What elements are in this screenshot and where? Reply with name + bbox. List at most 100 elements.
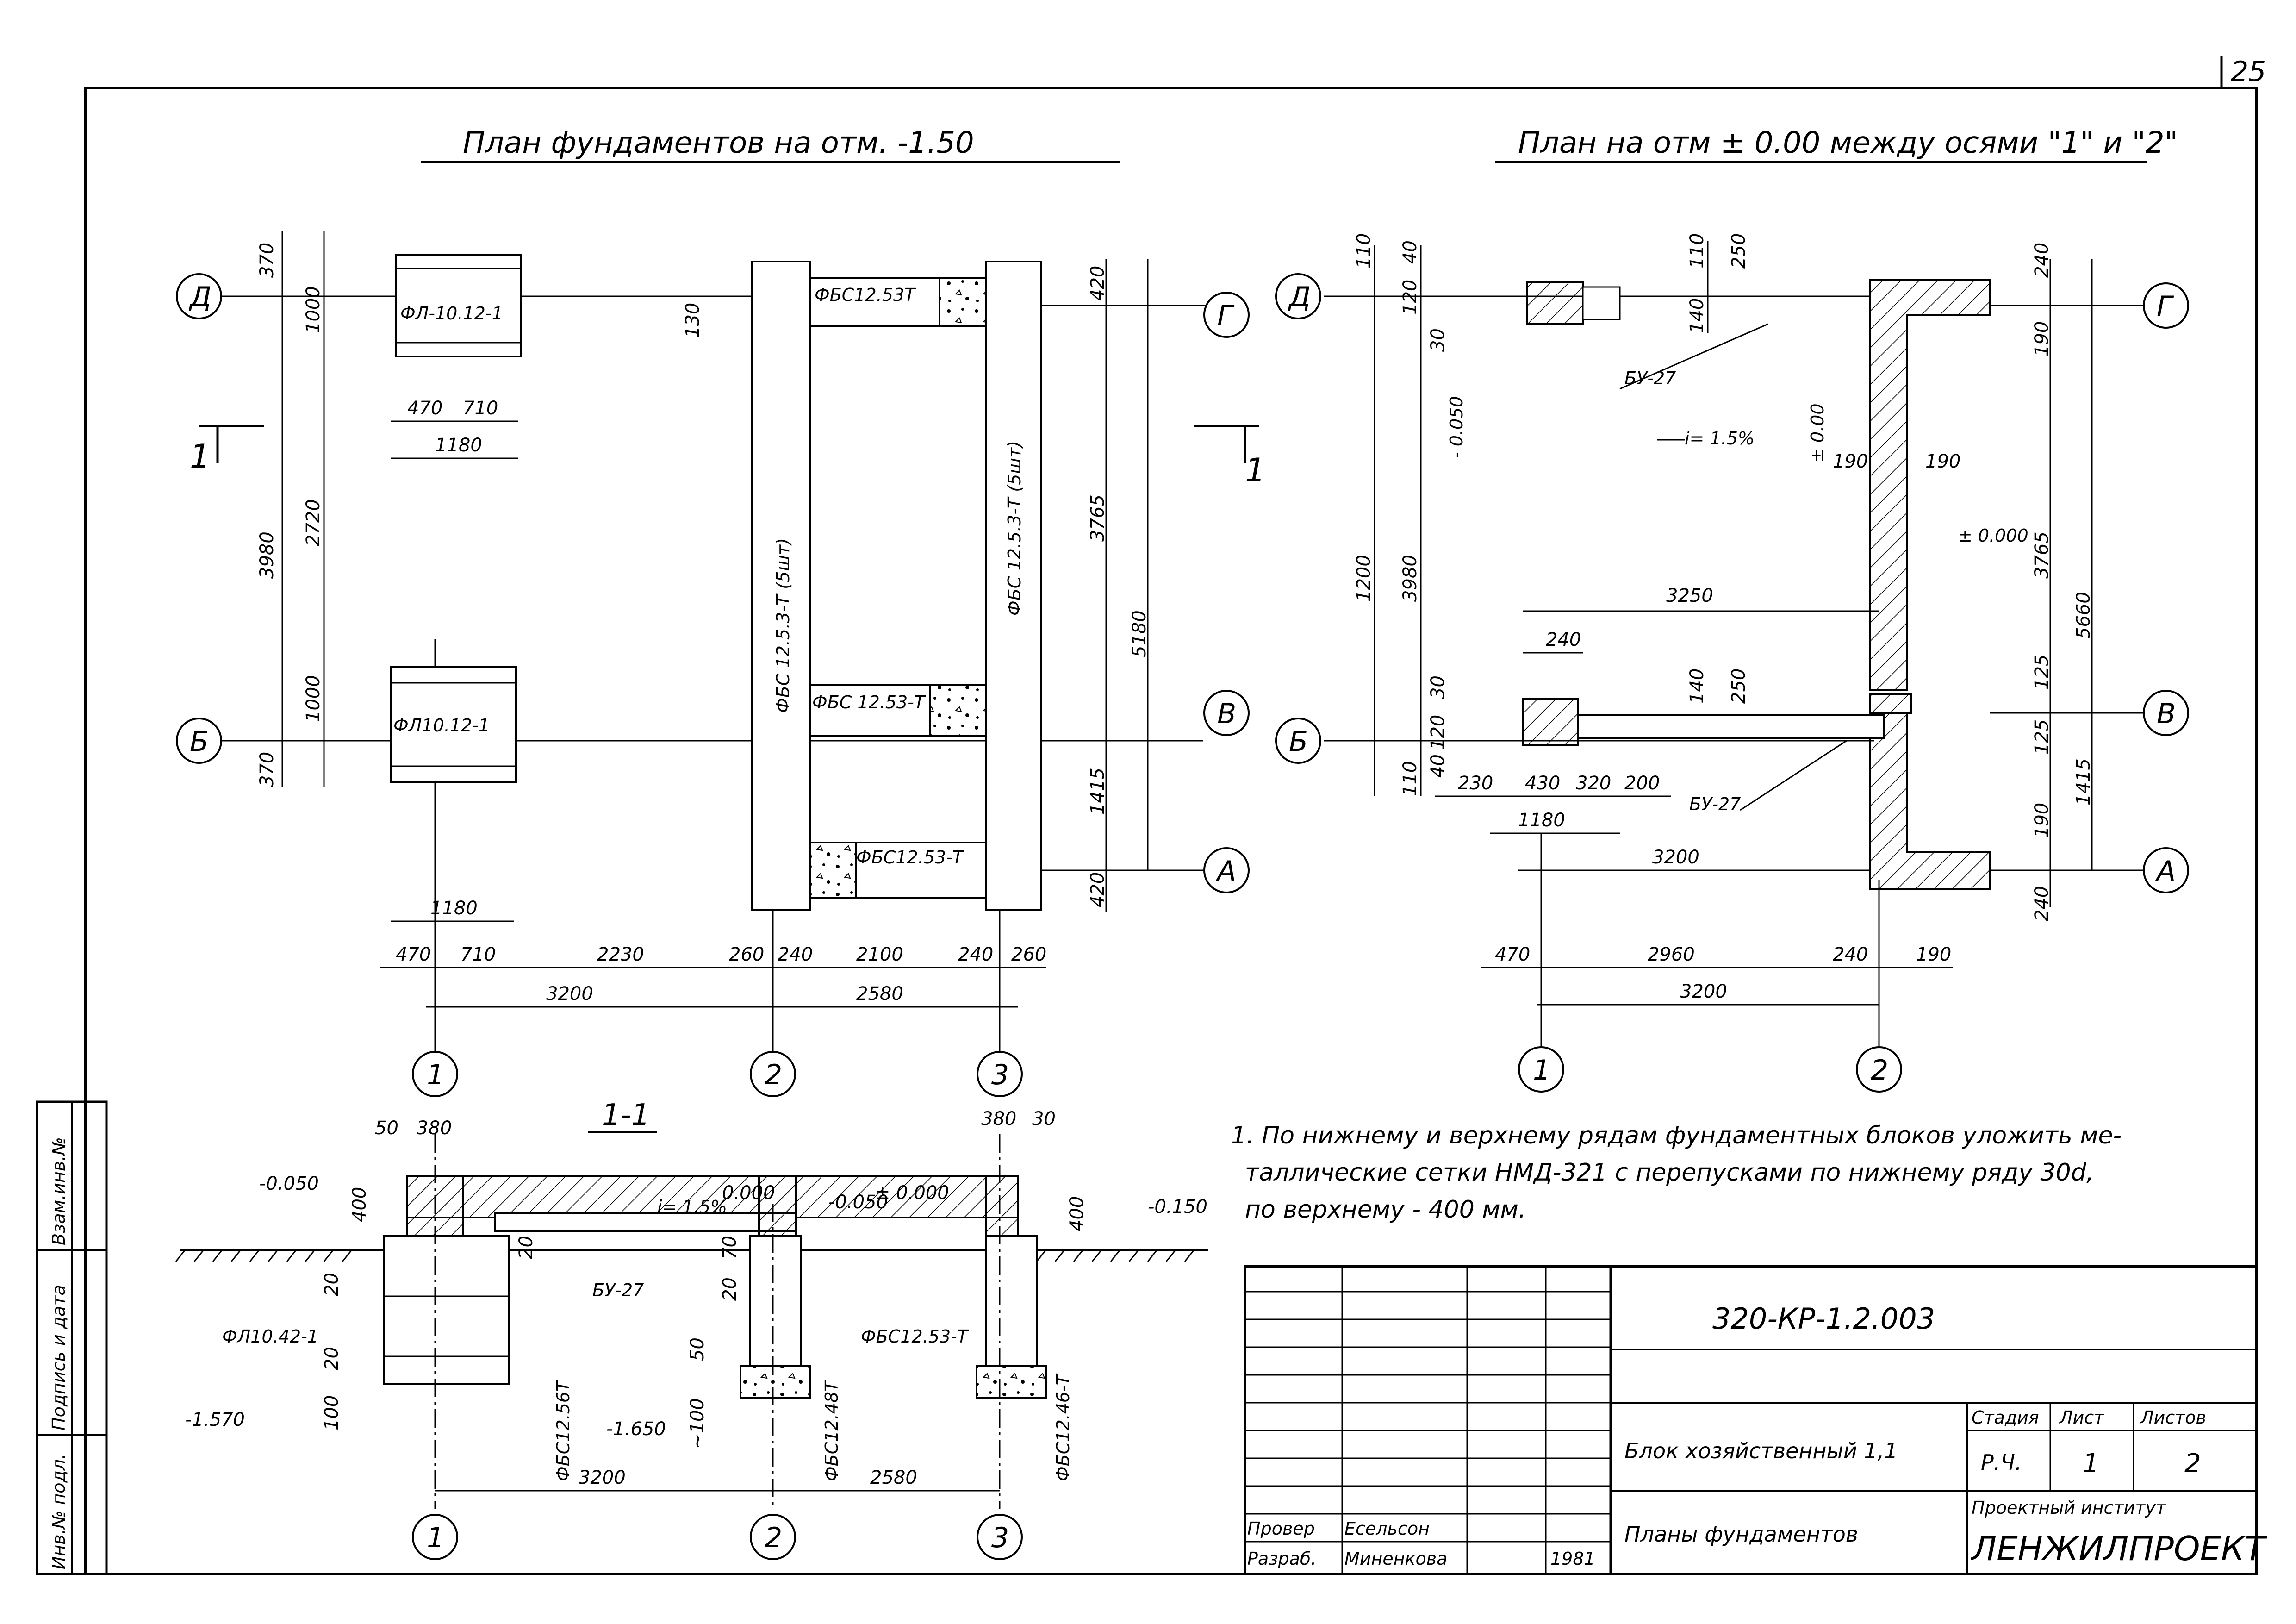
axis-label: Б <box>1289 725 1308 758</box>
svg-text:1000: 1000 <box>303 286 324 333</box>
svg-text:710: 710 <box>460 944 496 965</box>
axis-label: 1 <box>1533 1054 1550 1087</box>
svg-text:3200: 3200 <box>546 983 593 1005</box>
svg-text:40: 40 <box>1427 754 1449 778</box>
svg-text:2580: 2580 <box>856 983 903 1005</box>
svg-text:2580: 2580 <box>870 1467 917 1488</box>
svg-text:2230: 2230 <box>597 944 644 965</box>
object-name: Блок хозяйственный 1,1 <box>1624 1438 1898 1463</box>
svg-text:140: 140 <box>1686 298 1708 333</box>
axis-label: Д <box>188 281 212 313</box>
label: БУ-27 <box>592 1280 644 1300</box>
svg-text:240: 240 <box>2031 243 2053 278</box>
level-mark: -1.650 <box>606 1418 666 1440</box>
label: БУ-27 <box>1689 794 1741 814</box>
label: ФБС12.53-Т <box>861 1326 969 1347</box>
plan-left: План фундаментов на отм. -1.50 Д Б Г В А… <box>176 126 1266 1097</box>
label: i= 1.5% <box>1685 428 1755 449</box>
svg-text:240: 240 <box>778 944 813 965</box>
axis-label: 2 <box>1871 1054 1888 1087</box>
svg-text:240: 240 <box>2031 886 2053 921</box>
section-1-1: 1-1 1 2 3 3200 2580 ФЛ10.42-1 БУ <box>175 1098 1208 1560</box>
axis-label: В <box>2157 698 2176 730</box>
svg-text:~100: ~100 <box>687 1398 708 1449</box>
svg-text:50: 50 <box>687 1337 708 1361</box>
svg-text:320: 320 <box>1576 773 1611 794</box>
svg-text:120: 120 <box>1400 280 1421 315</box>
label: i= 1.5% <box>657 1197 727 1217</box>
svg-text:250: 250 <box>1728 233 1749 269</box>
svg-text:190: 190 <box>1916 944 1951 965</box>
side-stamp-item: Инв.№ подл. <box>49 1454 69 1569</box>
svg-text:20: 20 <box>516 1236 537 1259</box>
svg-text:470: 470 <box>1495 944 1530 965</box>
svg-text:3250: 3250 <box>1666 585 1713 606</box>
level-mark: ± 0.000 <box>875 1182 949 1204</box>
svg-text:430: 430 <box>1525 773 1560 794</box>
general-note: 1. По нижнему и верхнему рядам фундамент… <box>1231 1122 2122 1224</box>
svg-text:420: 420 <box>1087 266 1108 301</box>
block-label: ФЛ-10.12-1 <box>400 303 503 324</box>
svg-text:370: 370 <box>256 752 278 787</box>
svg-text:30: 30 <box>1427 328 1449 352</box>
svg-text:120: 120 <box>1427 715 1449 750</box>
axis-label: Б <box>190 725 209 758</box>
svg-text:3765: 3765 <box>1087 494 1108 542</box>
svg-text:230: 230 <box>1458 773 1493 794</box>
plan-left-title: План фундаментов на отм. -1.50 <box>463 126 974 160</box>
svg-text:100: 100 <box>321 1395 342 1430</box>
svg-text:2960: 2960 <box>1648 944 1695 965</box>
svg-text:3200: 3200 <box>1680 981 1727 1002</box>
svg-text:40: 40 <box>1400 240 1421 264</box>
svg-text:110: 110 <box>1686 233 1708 269</box>
svg-text:400: 400 <box>1066 1196 1088 1231</box>
svg-text:1200: 1200 <box>1353 555 1375 602</box>
svg-text:5180: 5180 <box>1129 610 1150 657</box>
svg-text:3980: 3980 <box>1400 555 1421 602</box>
axis-label: Г <box>2157 290 2174 323</box>
plan-right-title: План на отм ± 0.00 между осями "1" и "2" <box>1518 126 2178 160</box>
svg-text:1415: 1415 <box>2073 758 2094 806</box>
svg-text:240: 240 <box>958 944 993 965</box>
svg-text:1180: 1180 <box>430 898 478 919</box>
institute-name: ЛЕНЖИЛПРОЕКТ <box>1970 1529 2267 1568</box>
svg-text:5660: 5660 <box>2073 592 2094 639</box>
plan-right: План на отм ± 0.00 между осями "1" и "2"… <box>1275 126 2189 1093</box>
svg-text:3980: 3980 <box>256 531 278 579</box>
svg-text:1. По нижнему и верхнему рядам: 1. По нижнему и верхнему рядам фундамент… <box>1231 1122 2122 1149</box>
level-mark: -1.570 <box>185 1409 245 1430</box>
svg-text:20: 20 <box>719 1277 740 1301</box>
axis-label: 1 <box>427 1059 444 1091</box>
svg-text:3200: 3200 <box>1652 847 1699 868</box>
side-stamp: Взам.инв.№ Подпись и дата Инв.№ подл. <box>36 1100 108 1575</box>
axis-label: 2 <box>765 1059 782 1091</box>
axis-label: Д <box>1288 281 1311 313</box>
svg-text:1000: 1000 <box>303 675 324 722</box>
level-mark: -0.150 <box>1148 1196 1207 1218</box>
svg-text:3200: 3200 <box>579 1467 626 1488</box>
svg-text:240: 240 <box>1833 944 1868 965</box>
label: БУ-27 <box>1624 368 1676 388</box>
svg-text:200: 200 <box>1624 773 1660 794</box>
svg-text:1: 1 <box>190 437 211 475</box>
label: ФЛ10.42-1 <box>222 1326 318 1347</box>
svg-text:420: 420 <box>1087 872 1108 907</box>
side-stamp-item: Подпись и дата <box>49 1285 69 1430</box>
svg-text:260: 260 <box>1011 944 1046 965</box>
svg-text:Стадия: Стадия <box>1972 1407 2039 1428</box>
svg-text:30: 30 <box>1427 675 1449 699</box>
svg-text:Р.Ч.: Р.Ч. <box>1981 1450 2022 1475</box>
block-label: ФБС12.53-Т <box>856 847 964 868</box>
svg-text:Миненкова: Миненкова <box>1344 1549 1447 1569</box>
svg-text:1981: 1981 <box>1550 1549 1595 1569</box>
level-mark: -0.050 <box>828 1192 888 1213</box>
svg-text:380: 380 <box>981 1108 1016 1130</box>
svg-text:110: 110 <box>1400 761 1421 796</box>
svg-text:2720: 2720 <box>303 499 324 546</box>
axis-label: 3 <box>991 1522 1009 1554</box>
svg-text:250: 250 <box>1728 668 1749 704</box>
svg-text:2: 2 <box>2184 1449 2201 1479</box>
block-label: ФБС 12.5.3-Т (5шт) <box>773 538 793 713</box>
svg-text:260: 260 <box>729 944 764 965</box>
